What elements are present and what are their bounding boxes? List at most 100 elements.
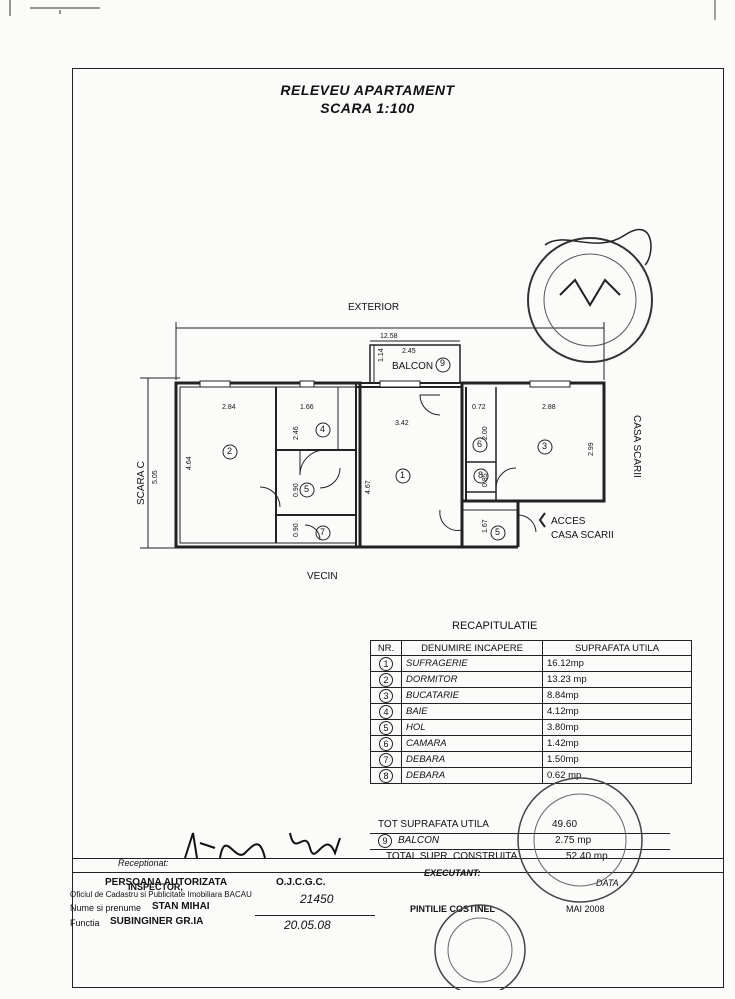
row-name: SUFRAGERIE	[401, 655, 543, 672]
table-header-row: NR. DENUMIRE INCAPERE SUPRAFATA UTILA	[370, 640, 692, 656]
oficiu-text: Oficiul de Cadastru si Publicitate Imobi…	[70, 890, 252, 899]
row-name: DEBARA	[401, 751, 543, 768]
scan-marks	[9, 0, 716, 20]
row-name: HOL	[401, 719, 543, 736]
row-area: 16.12mp	[542, 655, 692, 672]
recap-title: RECAPITULATIE	[452, 620, 538, 632]
round-stamp-bottom	[517, 777, 643, 903]
dim-room2-width: 2.84	[222, 404, 236, 411]
dim-room4-height: 2.46	[293, 426, 300, 440]
row-nr: 2	[379, 672, 393, 687]
total-constr-value: 52.40 mp	[566, 851, 608, 862]
drawing-frame	[72, 68, 724, 988]
dim-left-height: 5.05	[152, 470, 159, 484]
divider	[370, 849, 670, 850]
row-area: 13.23 mp	[542, 671, 692, 688]
row-area: 3.80mp	[542, 719, 692, 736]
room-number-6: 6	[477, 439, 483, 449]
document-title: RELEVEU APARTAMENT	[280, 82, 455, 98]
row-name: CAMARA	[401, 735, 543, 752]
dim-room6-height: 2.00	[482, 426, 489, 440]
label-casa-scarii: CASA SCARII	[631, 415, 642, 478]
dim-balcon-height: 1.14	[378, 348, 385, 362]
balcon-nr: 9	[378, 834, 392, 848]
row-nr: 8	[379, 768, 393, 783]
divider	[370, 833, 670, 834]
row-area: 4.12mp	[542, 703, 692, 720]
persoana-autorizata: PERSOANA AUTORIZATA	[105, 877, 228, 888]
footer-line	[72, 872, 724, 873]
room-number-8: 8	[478, 470, 484, 480]
signature-line	[255, 915, 375, 916]
label-acces-casa-scarii: CASA SCARII	[551, 530, 614, 541]
receptionat-label: Receptionat:	[118, 858, 169, 868]
dim-room3-width: 2.88	[542, 404, 556, 411]
inspector-label: INSPECTOR,	[128, 882, 183, 892]
executant-name: PINTILIE COSTINEL	[410, 904, 496, 914]
row-name: BAIE	[401, 703, 543, 720]
row-area: 1.50mp	[542, 751, 692, 768]
dim-room8-height: 0.85	[482, 473, 489, 487]
footer-top-line	[72, 858, 724, 859]
handwritten-date: 20.05.08	[284, 918, 331, 932]
dim-room6-width: 0.72	[472, 404, 486, 411]
floor-plan	[140, 322, 606, 549]
dim-room4-width: 1.66	[300, 404, 314, 411]
room-number-7: 7	[320, 527, 326, 537]
total-constr-label: TOTAL SUPR. CONSTRUITA	[386, 851, 518, 862]
label-balcon: BALCON	[392, 361, 434, 372]
data-label: DATA	[596, 878, 619, 888]
round-stamp	[527, 228, 653, 363]
room-number-1: 1	[400, 470, 406, 480]
dim-hol2-height: 1.67	[482, 519, 489, 533]
row-area: 1.42mp	[542, 735, 692, 752]
row-nr: 3	[379, 688, 393, 703]
dim-room1-height: 4.67	[365, 480, 372, 494]
room-number-9: 9	[440, 358, 446, 368]
row-name: DORMITOR	[401, 671, 543, 688]
label-vecin: VECIN	[307, 571, 338, 582]
row-nr: 1	[379, 656, 393, 671]
room-number-2: 2	[227, 446, 233, 456]
row-name: BUCATARIE	[401, 687, 543, 704]
row-nr: 5	[379, 720, 393, 735]
dim-balcon-width: 2.45	[402, 348, 416, 355]
header-denumire: DENUMIRE INCAPERE	[401, 640, 543, 656]
dim-total-width: 12.58	[380, 333, 398, 340]
row-nr: 7	[379, 752, 393, 767]
balcon-value: 2.75 mp	[555, 835, 592, 846]
balcon-label: BALCON	[398, 835, 440, 846]
label-exterior: EXTERIOR	[348, 302, 400, 313]
dim-room7-height: 0.90	[293, 523, 300, 537]
round-stamp-executant	[434, 904, 526, 990]
dim-room2-height: 4.64	[186, 456, 193, 470]
total-util-label: TOT SUPRAFATA UTILA	[378, 819, 489, 830]
header-nr: NR.	[370, 640, 402, 656]
dim-room3-height: 2.99	[588, 442, 595, 456]
total-util-value: 49.60	[552, 819, 578, 830]
row-nr: 6	[379, 736, 393, 751]
ojcgc-label: O.J.C.G.C.	[276, 877, 326, 888]
functia-value: SUBINGINER GR.IA	[110, 916, 204, 927]
row-nr: 4	[379, 704, 393, 719]
row-area: 8.84mp	[542, 687, 692, 704]
label-scara-c: SCARA C	[136, 461, 147, 505]
nume-value: STAN MIHAI	[152, 901, 210, 912]
header-suprafata: SUPRAFATA UTILA	[542, 640, 692, 656]
room-number-3: 3	[542, 441, 548, 451]
room-number-4: 4	[320, 424, 326, 434]
room-number-5b: 5	[495, 527, 501, 537]
signature-scribble	[184, 832, 341, 859]
nume-label: Nume si prenume	[70, 903, 142, 913]
row-area: 0.62 mp	[542, 767, 692, 784]
label-acces: ACCES	[551, 516, 586, 527]
document-scale: SCARA 1:100	[320, 100, 415, 116]
